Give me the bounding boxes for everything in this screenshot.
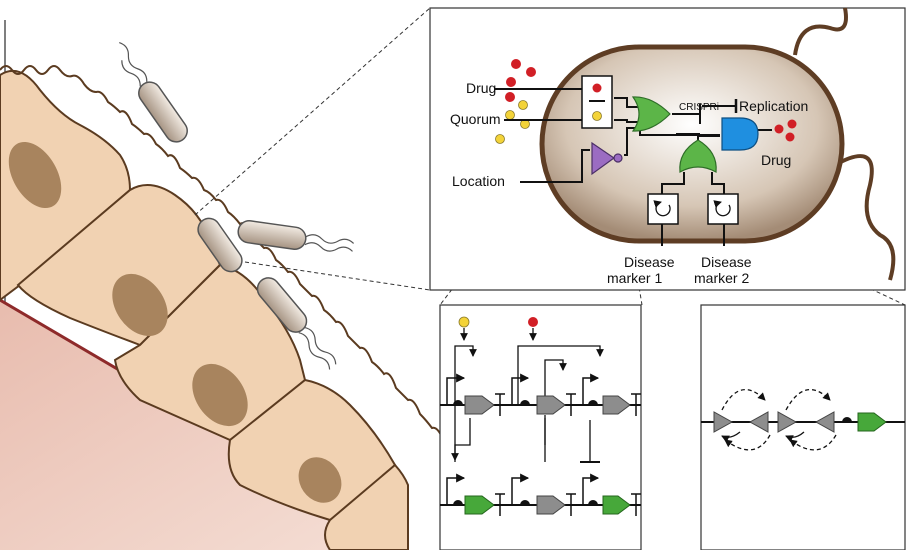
bacterium bbox=[256, 277, 337, 370]
rbs-icon bbox=[588, 500, 598, 505]
disease-marker-2-line2: marker 2 bbox=[694, 270, 749, 286]
bacterium bbox=[237, 220, 355, 252]
quorum-molecule bbox=[505, 110, 515, 120]
inversion-arrows bbox=[721, 388, 837, 451]
output-drug-molecules bbox=[774, 119, 797, 142]
circuit-wires bbox=[494, 88, 772, 246]
circuit-panel: Drug Quorum Location bbox=[429, 7, 906, 291]
nucleus bbox=[112, 273, 168, 337]
terminator-icon bbox=[495, 393, 505, 416]
solid-arrows bbox=[721, 431, 805, 443]
quorum-molecule bbox=[518, 100, 528, 110]
quorum-molecule bbox=[495, 134, 505, 144]
drug-input-label: Drug bbox=[466, 80, 496, 96]
output-drug-label: Drug bbox=[761, 152, 791, 168]
drug-molecule bbox=[506, 77, 516, 87]
disease-marker-1-line1: Disease bbox=[624, 254, 675, 270]
nucleus bbox=[298, 457, 342, 503]
drug-quorum-sensor-box bbox=[581, 75, 613, 129]
quorum-input-label: Quorum bbox=[450, 111, 501, 127]
gene-row-bottom bbox=[453, 493, 641, 516]
gene-green bbox=[857, 412, 887, 432]
flagellum bbox=[834, 154, 896, 281]
replication-label: Replication bbox=[739, 98, 808, 114]
drug-molecules bbox=[505, 59, 536, 102]
flagellum bbox=[793, 7, 848, 56]
promoters bbox=[446, 473, 600, 505]
recombinase-sites bbox=[713, 411, 835, 433]
epithelial-cell bbox=[0, 70, 132, 302]
nucleus bbox=[8, 141, 62, 209]
regulatory-connections bbox=[451, 418, 546, 461]
drug-molecule bbox=[505, 92, 515, 102]
epithelial-cell bbox=[324, 463, 409, 550]
rbs-icon bbox=[588, 400, 598, 405]
nuclei bbox=[8, 141, 342, 503]
location-input-label: Location bbox=[452, 173, 505, 189]
and-gate-icon bbox=[721, 117, 759, 151]
terminator-icon bbox=[566, 393, 576, 416]
drug-molecule bbox=[526, 67, 536, 77]
gut-bacteria bbox=[119, 41, 355, 370]
not-gate-icon bbox=[591, 141, 623, 176]
rbs-icon bbox=[453, 400, 463, 405]
att-site-icon bbox=[713, 411, 734, 433]
rbs-icon bbox=[453, 500, 463, 505]
att-site-icon bbox=[748, 411, 769, 433]
memory-circuit-panel bbox=[700, 304, 906, 550]
drug-molecule bbox=[511, 59, 521, 69]
genetic-circuit-panel bbox=[439, 304, 642, 550]
disease-marker-2-line1: Disease bbox=[701, 254, 752, 270]
gene-gray bbox=[536, 395, 566, 415]
drug-inducer-icon bbox=[528, 317, 538, 327]
gene-gray bbox=[464, 395, 495, 415]
nucleus bbox=[192, 363, 248, 427]
gene-green bbox=[464, 495, 495, 515]
terminator-icon bbox=[495, 493, 505, 516]
disease-marker-1-line2: marker 1 bbox=[607, 270, 662, 286]
memory-box-1 bbox=[647, 193, 679, 225]
tissue-panel bbox=[0, 20, 467, 550]
att-site-icon bbox=[777, 411, 798, 433]
or-gate-icon bbox=[631, 96, 671, 132]
gene-gray bbox=[602, 395, 631, 415]
epithelial-cells bbox=[0, 70, 409, 550]
terminator-icon bbox=[566, 493, 576, 516]
att-site-icon bbox=[814, 411, 835, 433]
promoters bbox=[446, 373, 600, 405]
memory-box-2 bbox=[707, 193, 739, 225]
terminator-icon bbox=[631, 493, 641, 516]
gene-green bbox=[602, 495, 631, 515]
gene-row-top bbox=[453, 393, 641, 416]
quorum-molecules bbox=[495, 100, 530, 144]
rbs-icon bbox=[842, 417, 852, 422]
bacterium bbox=[119, 41, 188, 143]
terminator-icon bbox=[631, 393, 641, 416]
crispri-label: CRISPRi bbox=[679, 102, 719, 113]
bacterium bbox=[197, 217, 243, 273]
apical-membrane bbox=[0, 65, 467, 469]
gene-gray bbox=[536, 495, 566, 515]
rbs-icon bbox=[520, 500, 530, 505]
quorum-inducer-icon bbox=[458, 316, 470, 328]
rbs-icon bbox=[520, 400, 530, 405]
or-gate-icon bbox=[679, 139, 717, 173]
